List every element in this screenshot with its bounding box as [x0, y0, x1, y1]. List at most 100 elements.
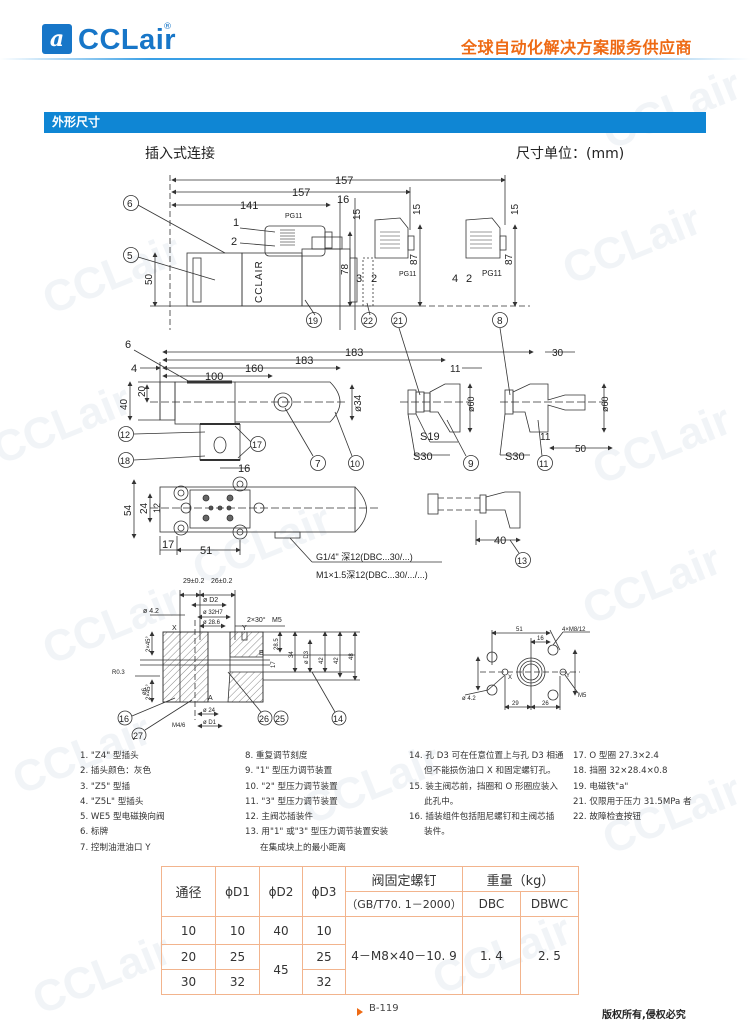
- header-divider: [0, 58, 750, 60]
- svg-text:28.5: 28.5: [274, 638, 280, 650]
- svg-text:183: 183: [345, 347, 363, 359]
- svg-text:87: 87: [504, 253, 515, 265]
- header-weight: 重量（kg）: [462, 866, 579, 892]
- svg-text:ø D1: ø D1: [203, 720, 217, 726]
- svg-text:17: 17: [252, 440, 262, 450]
- svg-text:2: 2: [466, 273, 472, 285]
- cell-dbc-weight: 1. 4: [462, 916, 521, 995]
- note-item: 16. 插装组件包括阻尼螺钉和主阀芯插: [409, 812, 555, 823]
- cell-d1: 25: [215, 944, 260, 970]
- svg-text:18: 18: [120, 456, 130, 466]
- cell-bore: 10: [161, 916, 216, 945]
- header-dbc: DBC: [462, 891, 521, 917]
- note-item: 2. 插头颜色：灰色: [80, 766, 152, 777]
- svg-text:CCLAIR: CCLAIR: [254, 260, 265, 303]
- svg-text:S19: S19: [420, 431, 440, 443]
- table-row: 30 32 32: [161, 969, 579, 995]
- cell-screws: 4－M8×40－10. 9: [345, 916, 463, 995]
- header-d2: ϕD2: [259, 866, 303, 917]
- svg-text:2×45°: 2×45°: [146, 683, 152, 700]
- svg-text:16: 16: [537, 636, 544, 642]
- svg-text:29: 29: [512, 701, 519, 707]
- logo-text: CCLair: [78, 24, 177, 56]
- svg-text:26±0.2: 26±0.2: [211, 578, 232, 585]
- svg-text:G1/4" 深12(DBC...30/...): G1/4" 深12(DBC...30/...): [316, 552, 413, 562]
- svg-text:8: 8: [497, 316, 503, 327]
- note-item: 17. O 型圈 27.3×2.4: [573, 751, 659, 761]
- svg-text:157: 157: [335, 175, 353, 187]
- svg-text:2: 2: [231, 236, 237, 248]
- svg-text:54: 54: [123, 504, 134, 516]
- svg-text:A: A: [208, 695, 213, 702]
- svg-text:3: 3: [356, 273, 362, 285]
- copyright-notice: 版权所有,侵权必究: [602, 1010, 686, 1021]
- svg-text:ø 24: ø 24: [203, 708, 216, 714]
- notes-column-4: 17. O 型圈 27.3×2.4 18. 挡圈 32×28.4×0.8 19.…: [573, 749, 692, 825]
- note-item: 9. "1" 型压力调节装置: [245, 766, 333, 777]
- svg-text:ø D2: ø D2: [203, 597, 218, 604]
- svg-text:19: 19: [308, 316, 318, 326]
- svg-text:141: 141: [240, 200, 258, 212]
- svg-text:34: 34: [289, 651, 295, 658]
- svg-text:87: 87: [409, 253, 420, 265]
- svg-text:S30: S30: [413, 451, 433, 463]
- svg-text:78: 78: [340, 263, 351, 275]
- svg-text:40: 40: [119, 398, 130, 410]
- svg-text:20: 20: [137, 385, 148, 397]
- header-screws-standard: （GB/T70. 1－2000）: [345, 891, 463, 917]
- svg-text:22: 22: [363, 316, 373, 326]
- note-item: 22. 故障检查按钮: [573, 812, 641, 823]
- svg-text:183: 183: [295, 355, 313, 367]
- svg-text:4: 4: [131, 363, 137, 375]
- header-screws: 阀固定螺钉: [345, 866, 463, 892]
- note-item: 11. "3" 型压力调节装置: [245, 796, 338, 807]
- svg-text:ø 4.2: ø 4.2: [143, 608, 159, 615]
- callout-circles-section: 16 27 26 25 14: [117, 710, 347, 740]
- svg-text:2: 2: [371, 273, 377, 285]
- notes-column-1: 1. "Z4" 型插头 2. 插头颜色：灰色 3. "Z5" 型插 4. "Z5…: [80, 749, 165, 856]
- table-row: 20 25 45 25: [161, 944, 579, 995]
- svg-text:14: 14: [333, 714, 343, 724]
- svg-text:S30: S30: [505, 451, 525, 463]
- note-item: 21. 仅限用于压力 31.5MPa 者: [573, 796, 692, 807]
- connection-type-label: 插入式连接: [145, 146, 215, 162]
- note-item: 14. 孔 D3 可在任意位置上与孔 D3 相通: [409, 751, 564, 761]
- note-item: 7. 控制油泄油口 Y: [80, 842, 151, 853]
- svg-text:2×45°: 2×45°: [146, 635, 152, 652]
- svg-text:42: 42: [319, 657, 325, 664]
- svg-text:40: 40: [494, 535, 506, 547]
- cell-d3: 32: [302, 969, 346, 995]
- svg-text:15: 15: [352, 208, 363, 220]
- svg-text:13: 13: [517, 556, 527, 566]
- svg-text:50: 50: [144, 273, 155, 285]
- note-item: 3. "Z5" 型插: [80, 781, 131, 792]
- callout-circles: 6 5 19 22 21 8: [123, 195, 508, 328]
- svg-text:Y: Y: [242, 625, 247, 632]
- svg-text:26: 26: [542, 701, 549, 707]
- section-bar: [44, 112, 706, 133]
- note-item: 10. "2" 型压力调节装置: [245, 781, 338, 792]
- svg-text:PG11: PG11: [482, 269, 502, 278]
- page-number: B-119: [369, 1003, 399, 1014]
- svg-text:12: 12: [120, 430, 130, 440]
- svg-text:M4/6: M4/6: [172, 723, 186, 729]
- svg-text:PG11: PG11: [399, 271, 416, 278]
- note-item: 6. 标牌: [80, 827, 109, 838]
- header-bore: 通径: [161, 866, 216, 917]
- cell-d2: 45: [259, 944, 303, 995]
- svg-text:ø 4.2: ø 4.2: [462, 696, 476, 702]
- note-item: 但不能损伤油口 X 和固定螺钉孔。: [424, 766, 556, 777]
- spec-table: 通径 ϕD1 ϕD2 ϕD3 阀固定螺钉 重量（kg） （GB/T70. 1－2…: [161, 866, 579, 995]
- svg-text:51: 51: [200, 545, 212, 557]
- svg-text:27: 27: [133, 731, 143, 740]
- technical-drawings: 157 157 141 16 15 15 15 50 78 87 87 PG11…: [112, 175, 613, 740]
- note-item: 15. 装主阀芯前，挡圈和 O 形圈应装入: [409, 781, 558, 792]
- svg-text:48: 48: [349, 653, 355, 660]
- cell-d1: 32: [215, 969, 260, 995]
- svg-text:Y: Y: [566, 673, 570, 679]
- svg-text:4: 4: [452, 273, 458, 285]
- svg-text:ø6: ø6: [142, 687, 148, 695]
- svg-text:15: 15: [510, 203, 521, 215]
- header-d1: ϕD1: [215, 866, 260, 917]
- svg-text:26: 26: [259, 714, 269, 724]
